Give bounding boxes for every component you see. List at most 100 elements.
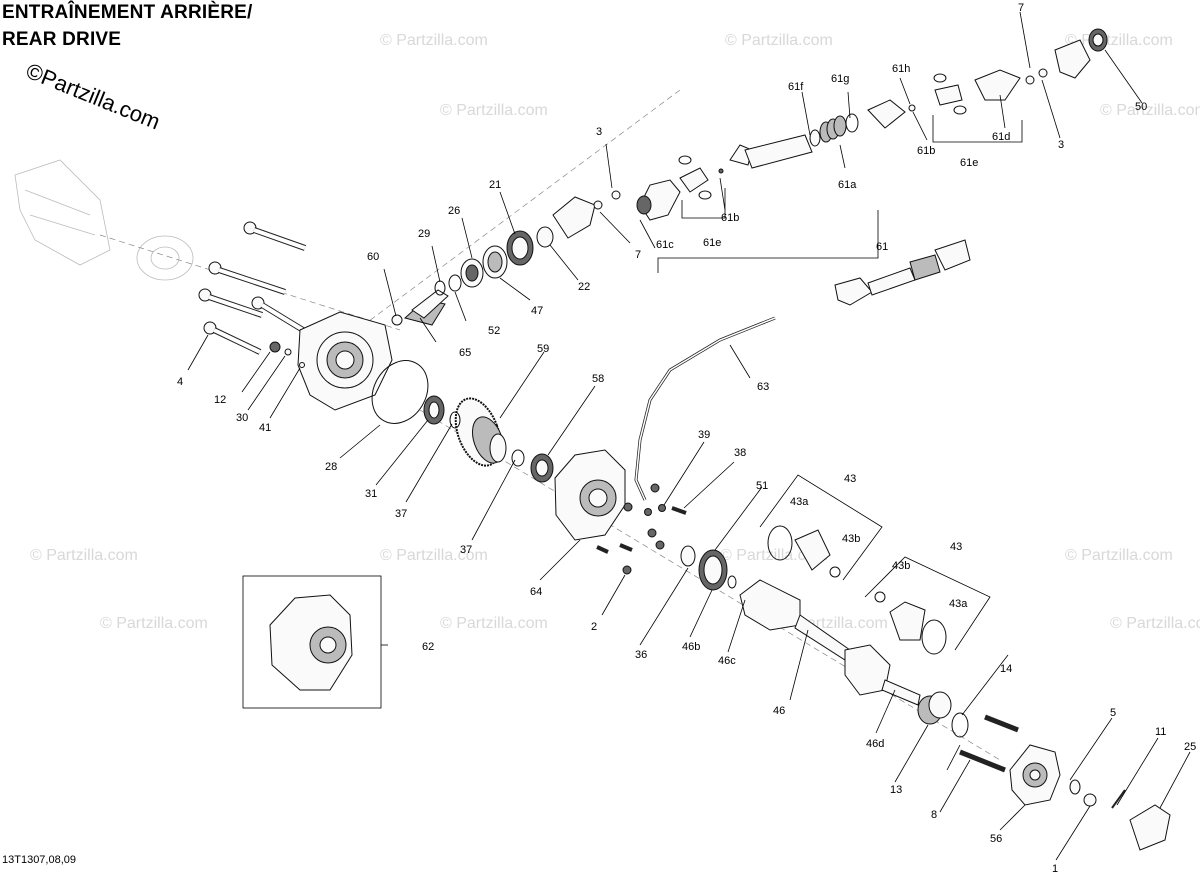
callout-56: 56 — [990, 833, 1002, 845]
callout-28: 28 — [325, 461, 337, 473]
part-callouts: 1 2 3 3 4 5 7 7 8 11 12 13 14 21 22 25 2… — [177, 2, 1196, 874]
hub-cap — [1129, 804, 1171, 851]
axle-shaft — [727, 575, 921, 706]
callout-61g: 61g — [831, 73, 849, 85]
wheel-bearing — [917, 691, 952, 725]
watermark: © Partzilla.com — [1110, 615, 1200, 632]
watermark: © Partzilla.com — [380, 547, 488, 564]
driveshaft-assembled-view — [834, 239, 971, 306]
callout-60: 60 — [367, 251, 379, 263]
cv-boot-kit — [759, 474, 883, 581]
bolt — [611, 190, 621, 200]
callout-2: 2 — [591, 621, 597, 633]
shim-ring — [448, 274, 462, 292]
callout-13: 13 — [890, 784, 902, 796]
diagram-code: 13T1307,08,09 — [2, 854, 77, 866]
watermark: © Partzilla.com — [725, 32, 833, 49]
gear-housing-left — [269, 311, 393, 411]
callout-61e: 61e — [703, 237, 721, 249]
callout-46b: 46b — [682, 641, 700, 653]
drive-shaft-assembly — [636, 28, 1108, 221]
callout-43a: 43a — [949, 598, 968, 610]
callout-26: 26 — [448, 205, 460, 217]
callout-61a: 61a — [838, 179, 857, 191]
washer — [1069, 779, 1081, 795]
callout-21: 21 — [489, 179, 501, 191]
callout-47: 47 — [531, 305, 543, 317]
callout-31: 31 — [365, 488, 377, 500]
bearing — [506, 230, 534, 266]
callout-43b: 43b — [892, 560, 910, 572]
callout-43: 43 — [950, 541, 962, 553]
callout-65: 65 — [459, 347, 471, 359]
watermark: © Partzilla.com — [30, 547, 138, 564]
callout-37: 37 — [395, 508, 407, 520]
callout-61c: 61c — [656, 239, 674, 251]
callout-36: 36 — [635, 649, 647, 661]
watermark: © Partzilla.com — [440, 615, 548, 632]
housing-assembly-inset — [242, 575, 382, 709]
bearing — [460, 258, 484, 288]
housing-bolts — [596, 483, 687, 575]
callout-46: 46 — [773, 705, 785, 717]
watermark: © Partzilla.com — [380, 32, 488, 49]
watermark: © Partzilla.com — [440, 102, 548, 119]
ghost-context — [14, 159, 401, 331]
bearing — [530, 453, 554, 483]
callout-8: 8 — [931, 809, 937, 821]
pinion-axis — [329, 89, 681, 351]
callout-1: 1 — [1052, 863, 1058, 874]
o-ring — [371, 360, 429, 424]
wheel-studs — [959, 714, 1019, 773]
callout-62: 62 — [422, 641, 434, 653]
callout-37: 37 — [460, 544, 472, 556]
leader-lines — [187, 11, 1191, 861]
callout-50: 50 — [1135, 101, 1147, 113]
watermark: © Partzilla.com — [1065, 547, 1173, 564]
callout-61b: 61b — [917, 145, 935, 157]
vent-hose — [634, 316, 776, 501]
callout-12: 12 — [214, 394, 226, 406]
callout-61: 61 — [876, 241, 888, 253]
diagram-title-english: REAR DRIVE — [2, 29, 122, 50]
cv-boot-kit — [864, 556, 991, 655]
callout-11: 11 — [1155, 726, 1166, 738]
seal — [680, 545, 696, 567]
callout-52: 52 — [488, 325, 500, 337]
watermark: © Partzilla.com — [100, 615, 208, 632]
callout-3: 3 — [1058, 139, 1064, 151]
sleeve — [536, 226, 554, 248]
long-bolts — [198, 221, 306, 355]
callout-46c: 46c — [718, 655, 736, 667]
callout-14: 14 — [1000, 663, 1012, 675]
output-axis — [419, 409, 1001, 761]
callout-61b: 61b — [721, 212, 739, 224]
callout-51: 51 — [756, 480, 768, 492]
callout-43: 43 — [844, 473, 856, 485]
callout-22: 22 — [578, 281, 590, 293]
gear-housing-cover — [554, 449, 626, 541]
callout-61f: 61f — [788, 81, 804, 93]
watermark: © Partzilla.com — [1100, 102, 1200, 119]
callout-64: 64 — [530, 586, 542, 598]
callout-25: 25 — [1184, 741, 1196, 753]
callout-43b: 43b — [842, 533, 860, 545]
shim-ring — [449, 411, 461, 429]
callout-61e: 61e — [960, 157, 978, 169]
callout-39: 39 — [698, 429, 710, 441]
shim-ring — [511, 449, 525, 467]
callout-59: 59 — [537, 343, 549, 355]
callout-7: 7 — [1018, 2, 1024, 14]
callout-7: 7 — [635, 249, 641, 261]
callout-3: 3 — [596, 126, 602, 138]
circlip — [951, 712, 969, 738]
callout-30: 30 — [236, 412, 248, 424]
callout-4: 4 — [177, 376, 183, 388]
cotter-pin — [1111, 789, 1126, 809]
seal — [698, 549, 728, 591]
bearing — [423, 395, 445, 425]
roller-bearing — [482, 245, 508, 279]
callout-61h: 61h — [892, 63, 910, 75]
washer — [593, 200, 603, 210]
